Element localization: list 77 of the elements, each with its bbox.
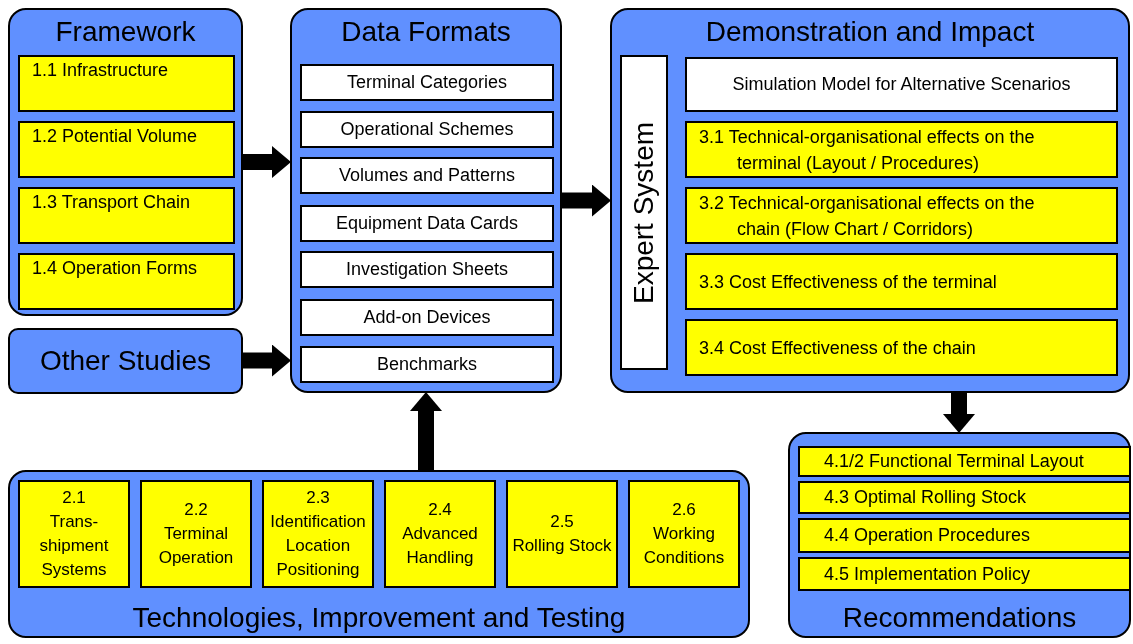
node-text: 1.3 Transport Chain bbox=[32, 192, 191, 212]
node-text: 3.4 Cost Effectiveness of the chain bbox=[699, 336, 976, 360]
item-box bbox=[140, 480, 252, 588]
item-box bbox=[18, 480, 130, 588]
node-text: Investigation Sheets bbox=[345, 258, 509, 281]
node-text: 2.2 bbox=[184, 499, 208, 521]
node-text: 1.2 Potential Volume bbox=[32, 126, 198, 146]
node-text: 2.3 bbox=[306, 487, 330, 509]
node-text: Expert System bbox=[627, 121, 660, 304]
node-text: Operational Schemes bbox=[340, 118, 514, 141]
item-box bbox=[620, 55, 668, 370]
item-box bbox=[798, 518, 1131, 553]
item-box bbox=[300, 251, 554, 288]
block-arrow bbox=[243, 344, 291, 377]
block-arrow bbox=[562, 184, 611, 217]
node-text: 3.1 Technical-organisational effects on the terminal (Layout / Procedures) bbox=[699, 125, 1036, 175]
block-arrow bbox=[943, 393, 975, 433]
node-text: 4.5 Implementation Policy bbox=[824, 562, 1031, 586]
group-panel bbox=[8, 8, 243, 316]
node-text: Benchmarks bbox=[376, 353, 477, 376]
item-box bbox=[685, 121, 1118, 178]
item-box bbox=[384, 480, 496, 588]
item-box bbox=[18, 121, 235, 178]
node-text: 4.4 Operation Procedures bbox=[824, 524, 1031, 547]
item-box bbox=[18, 187, 235, 244]
item-box bbox=[300, 157, 554, 194]
group-panel bbox=[788, 432, 1131, 638]
node-text: 3.2 Technical-organisational effects on the chain (Flow Chart / Corridors) bbox=[699, 191, 1036, 241]
node-text: 2.5 bbox=[550, 511, 574, 533]
item-box bbox=[300, 299, 554, 336]
item-box bbox=[685, 319, 1118, 376]
block-arrow bbox=[410, 392, 442, 470]
node-text: Trans- shipment Systems bbox=[38, 511, 110, 581]
item-box bbox=[798, 446, 1131, 477]
node-text: Data Formats bbox=[341, 15, 511, 49]
item-box bbox=[262, 480, 374, 588]
node-text: 2.4 bbox=[428, 499, 452, 521]
node-text: Framework bbox=[55, 15, 196, 49]
node-text: 4.3 Optimal Rolling Stock bbox=[824, 486, 1027, 509]
item-box bbox=[685, 253, 1118, 310]
item-box bbox=[300, 205, 554, 242]
process-box bbox=[8, 328, 243, 394]
item-box bbox=[18, 55, 235, 112]
node-text: 2.1 bbox=[62, 487, 86, 509]
item-box bbox=[685, 57, 1118, 112]
node-text: Rolling Stock bbox=[512, 535, 612, 557]
node-text: Terminal Operation bbox=[157, 523, 235, 569]
node-text: Demonstration and Impact bbox=[705, 15, 1035, 49]
node-text: Identification Location Positioning bbox=[269, 511, 367, 581]
group-panel bbox=[8, 470, 750, 638]
node-text: 1.1 Infrastructure bbox=[32, 60, 169, 80]
node-text: Working Conditions bbox=[642, 523, 726, 569]
item-box bbox=[300, 64, 554, 101]
node-text: Volumes and Patterns bbox=[338, 164, 516, 187]
item-box bbox=[685, 187, 1118, 244]
item-box bbox=[628, 480, 740, 588]
item-box bbox=[300, 111, 554, 148]
group-panel bbox=[290, 8, 562, 393]
node-text: Terminal Categories bbox=[346, 71, 508, 94]
item-box bbox=[798, 481, 1131, 514]
item-box bbox=[18, 253, 235, 310]
item-box bbox=[798, 557, 1131, 591]
group-panel bbox=[610, 8, 1130, 393]
node-text: 2.6 bbox=[672, 499, 696, 521]
node-text: Simulation Model for Alternative Scenarios bbox=[732, 73, 1071, 96]
node-text: Add-on Devices bbox=[363, 306, 491, 329]
node-text: Advanced Handling bbox=[401, 523, 479, 569]
node-text: Equipment Data Cards bbox=[335, 212, 519, 235]
node-text: 4.1/2 Functional Terminal Layout bbox=[824, 450, 1084, 473]
block-arrow bbox=[243, 146, 291, 178]
node-text: Technologies, Improvement and Testing bbox=[132, 602, 626, 634]
item-box bbox=[506, 480, 618, 588]
node-text: Other Studies bbox=[39, 344, 212, 378]
node-text: 3.3 Cost Effectiveness of the terminal bbox=[699, 270, 997, 294]
item-box bbox=[300, 346, 554, 383]
node-text: 1.4 Operation Forms bbox=[32, 258, 198, 278]
node-text: Recommendations bbox=[842, 602, 1077, 634]
